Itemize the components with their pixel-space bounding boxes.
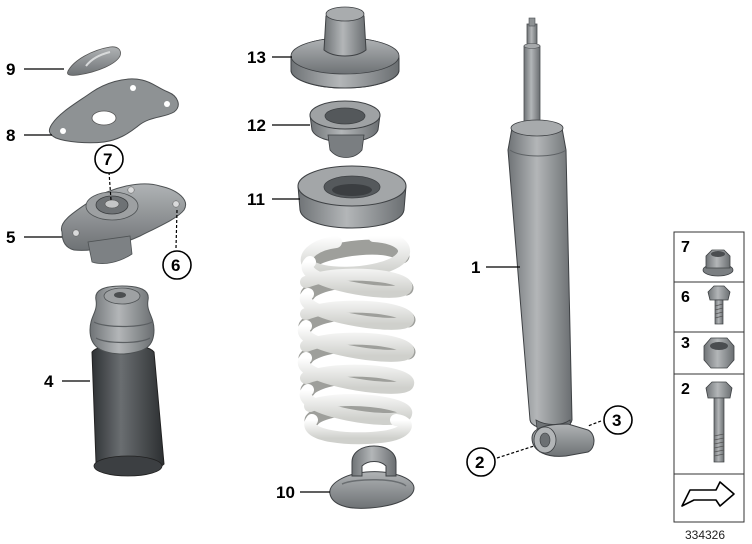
part-5-top-mount: [60, 183, 186, 264]
callout-4: 4: [44, 372, 54, 391]
diagram-id: 334326: [685, 528, 725, 542]
callout-1: 1: [471, 258, 480, 277]
legend-label-3: 3: [681, 335, 690, 352]
flange-nut-icon: [702, 249, 734, 277]
callout-2: 2: [475, 453, 484, 472]
callout-2-circle: [466, 447, 496, 477]
part-4-bump-stop: [89, 285, 165, 477]
hardware-legend: 7 6 3 2: [673, 231, 745, 523]
legend-label-2: 2: [681, 381, 690, 398]
part-1-shock-absorber: [507, 17, 595, 457]
short-bolt-icon: [707, 285, 731, 325]
part-13-upper-spring-pad: [290, 6, 400, 89]
callout-8: 8: [6, 126, 15, 145]
callout-7-circle: [94, 144, 124, 174]
callout-3: 3: [612, 411, 621, 430]
callout-5: 5: [6, 228, 15, 247]
hex-nut-icon: [703, 337, 735, 369]
callout-7: 7: [103, 150, 112, 169]
callout-12: 12: [247, 116, 266, 135]
callouts: 9 8 5 4 7 6 13 12 11 10 1 2 3: [6, 48, 633, 502]
part-12-isolator: [309, 100, 381, 158]
leader-lines: [24, 56, 602, 493]
part-9-cap: [67, 46, 121, 76]
part-10-lower-pad: [329, 445, 415, 509]
callout-6: 6: [171, 256, 180, 275]
part-8-gasket: [48, 78, 179, 144]
callout-3-circle: [603, 405, 633, 435]
coil-spring: [297, 230, 416, 445]
part-11-ring: [297, 165, 407, 229]
callout-9: 9: [6, 60, 15, 79]
arrow-icon: [681, 481, 735, 507]
callout-13: 13: [247, 48, 266, 67]
legend-label-6: 6: [681, 289, 690, 306]
legend-label-7: 7: [681, 239, 690, 256]
long-bolt-icon: [705, 381, 733, 463]
callout-11: 11: [247, 190, 265, 209]
callout-10: 10: [276, 483, 295, 502]
callout-6-circle: [162, 250, 192, 280]
